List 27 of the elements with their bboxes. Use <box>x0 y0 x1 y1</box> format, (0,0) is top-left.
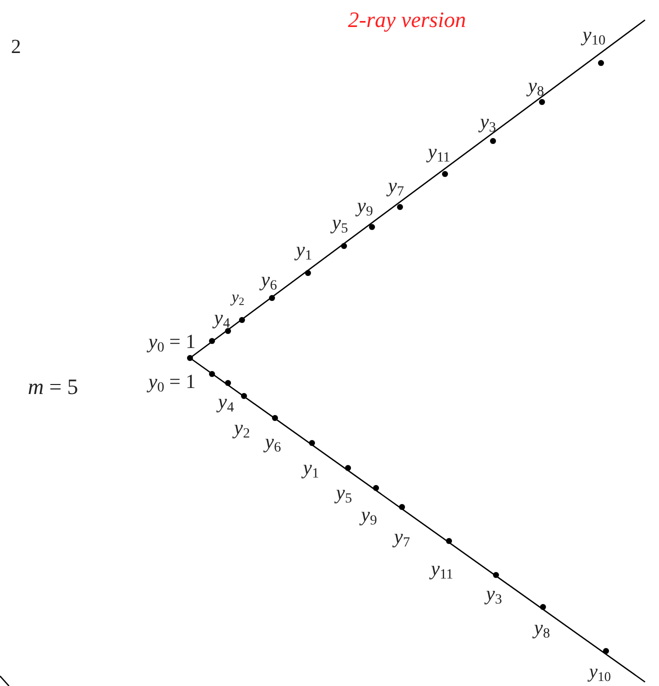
point-label: y$_{6}$ <box>265 432 281 452</box>
point-label: y$_{1}$ <box>296 240 312 260</box>
point-label: y$_{6}$ <box>261 270 277 290</box>
diagram-title: 2-ray version <box>348 7 466 33</box>
page-number: 2 <box>11 37 21 57</box>
point-label: y$_{2}$ <box>234 418 250 438</box>
point-label: y$_{10}$ <box>582 25 606 45</box>
point-label: y$_{1}$ <box>303 458 319 478</box>
point-label: y$_{8}$ <box>534 618 550 638</box>
point-label: y$_{8}$ <box>528 76 544 96</box>
point-label: y$_{7}$ <box>388 176 404 196</box>
point-label: y$_{9}$ <box>361 505 377 525</box>
point-label: y$_{3}$ <box>486 584 502 604</box>
point-label: y$_{9}$ <box>357 196 373 216</box>
point-label: y$_{11}$ <box>428 142 450 162</box>
point-label: y$_{4}$ <box>214 308 230 328</box>
point-label: y$_{2}$ <box>232 290 244 306</box>
point-label: y$_{7}$ <box>394 527 410 547</box>
point-label: y$_{11}$ <box>430 559 454 579</box>
point-label: y$_{0}$ = 1 <box>148 332 196 352</box>
point-label: y$_{3}$ <box>480 112 496 132</box>
point-label: y$_{5}$ <box>336 483 352 503</box>
point-label: y$_{10}$ <box>589 662 611 682</box>
point-label: y$_{4}$ <box>218 392 234 412</box>
point-label: y$_{0}$ = 1 <box>148 372 196 392</box>
parameter-label: m = 5 <box>28 376 78 398</box>
point-label: y$_{5}$ <box>332 213 348 233</box>
